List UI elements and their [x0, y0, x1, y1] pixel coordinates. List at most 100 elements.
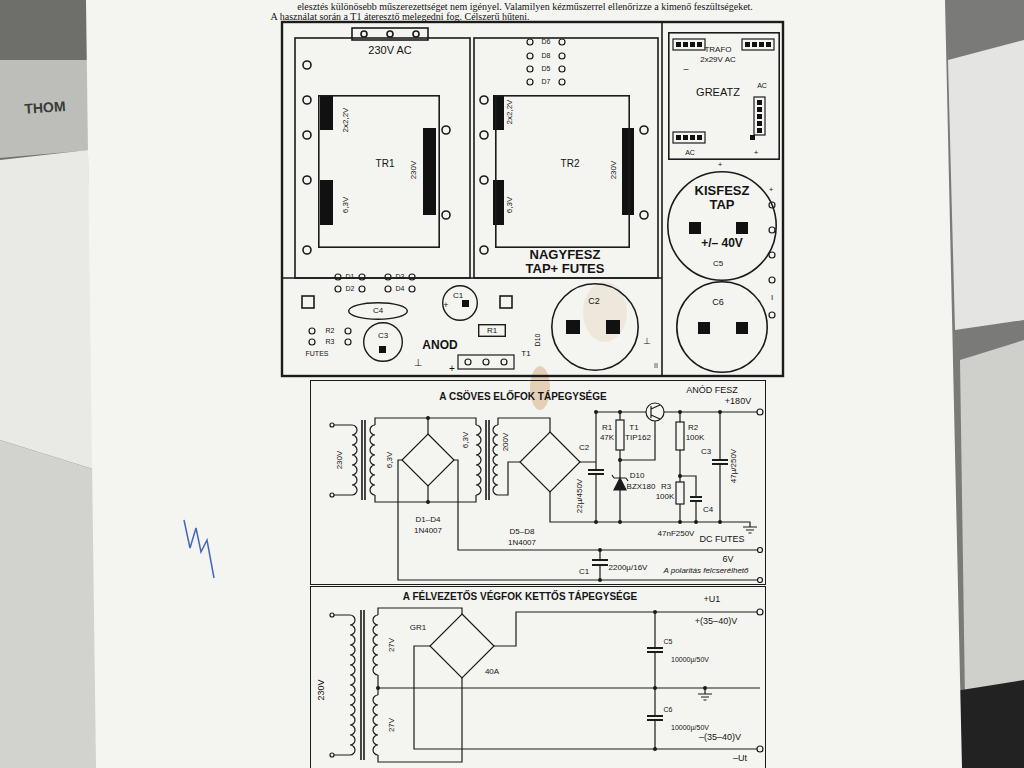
part-name: R2 — [326, 327, 335, 335]
voltage-label: 6,3V — [386, 452, 395, 468]
schematic-preamp-supply-part — [676, 422, 684, 450]
signal-name: ANÓD FESZ — [686, 386, 738, 396]
schematic-preamp-supply-part — [676, 482, 684, 504]
part-name: C2 — [579, 444, 589, 453]
pcb-layout-part — [387, 31, 393, 37]
schematic-preamp-supply-part — [620, 421, 655, 460]
pcb-layout-part — [282, 22, 783, 376]
pcb-layout-part-part — [697, 42, 702, 47]
schematic-output-supply-part — [350, 615, 355, 755]
part-name: D1 — [346, 273, 355, 281]
schematic-output-supply-part-part — [653, 610, 657, 614]
pcb-layout-part-part — [335, 286, 341, 292]
schematic-preamp-supply-part-part — [594, 410, 598, 414]
pcb-layout-part-part — [480, 176, 488, 184]
part-value: 100K — [656, 493, 675, 502]
part-name: D4 — [396, 285, 405, 293]
pcb-layout-part-part — [640, 211, 648, 219]
pcb-layout-part-part — [409, 274, 415, 280]
photo-background-part — [948, 40, 1024, 330]
transformer-core-shape — [319, 96, 439, 247]
schematic-preamp-supply-part — [476, 425, 481, 495]
schematic-output-supply-part — [647, 648, 663, 720]
pcb-layout-part-part — [385, 286, 391, 292]
voltage-label: 6,3V — [462, 432, 471, 448]
pcb-layout-part-part — [745, 42, 750, 47]
node-text: C1 — [453, 292, 463, 301]
pcb-layout-part-part — [698, 322, 710, 334]
schematic-preamp-supply-part — [758, 578, 763, 583]
pcb-layout-part — [661, 22, 663, 376]
part-value: 47µ/250V — [730, 449, 739, 483]
pcb-layout-part-part — [673, 132, 705, 143]
pcb-layout-part-part — [493, 180, 504, 225]
node-text: C5 — [713, 260, 723, 269]
winding-label: 2x2,2V — [506, 100, 515, 125]
schematic-preamp-supply-part — [616, 420, 624, 450]
part-name: D1–D4 — [416, 516, 441, 525]
pcb-layout-part-part — [566, 320, 580, 334]
part-value: 100K — [686, 434, 705, 443]
pcb-layout-part-part — [480, 131, 488, 139]
pcb-layout-part-part — [527, 39, 533, 45]
schematic-output-supply-part-part — [703, 686, 707, 690]
connector-label: ANOD — [422, 339, 457, 352]
part-name: R3 — [326, 338, 335, 346]
transformer-core: TR1 — [318, 95, 440, 248]
part-name: R1 — [602, 424, 612, 433]
pcb-layout-part-part — [757, 121, 762, 126]
pcb-layout-part-part — [754, 97, 765, 135]
part-name: D5–D8 — [510, 528, 535, 537]
pcb-layout-part — [295, 38, 470, 278]
schematic-output-supply-part-part — [653, 747, 657, 751]
pcb-layout-part-part — [335, 274, 341, 280]
pcb-layout-part-part — [442, 126, 450, 134]
pcb-layout-part — [302, 296, 314, 308]
pcb-layout-part-part — [462, 300, 469, 307]
capacitor-outline-shape — [349, 303, 408, 320]
handwriting-mark — [184, 520, 214, 578]
schematic-preamp-supply-part — [520, 432, 580, 492]
schematic-panel: A CSÖVES ELŐFOK TÁPEGYSÉGE — [310, 380, 766, 585]
connector-label: 230V AC — [368, 44, 411, 56]
schematic-preamp-supply-part-part — [426, 416, 430, 420]
pcb-layout-part-part — [527, 79, 533, 85]
voltage-label: 6V — [722, 555, 733, 565]
part-value: TIP162 — [625, 434, 651, 443]
pcb-layout-part-part — [736, 222, 748, 234]
pcb-layout-part-part — [769, 227, 775, 233]
part-value: 47K — [600, 434, 614, 443]
transformer-core-outline — [318, 95, 440, 248]
photo-background-part — [0, 440, 100, 768]
pcb-layout-part-part — [320, 95, 333, 130]
schematic-output-supply-part-part — [653, 686, 657, 690]
schematic-preamp-supply-part — [370, 425, 375, 495]
pcb-layout-part-part — [480, 96, 488, 104]
board-section-label: NAGYFESZ TAP+ FUTES — [515, 248, 615, 277]
pcb-layout-part-part — [559, 79, 565, 85]
polarity-mark: + — [449, 363, 455, 374]
pcb-layout-part-part — [309, 328, 315, 334]
schematic-preamp-supply-part — [426, 410, 722, 582]
schematic-preamp-supply-part — [486, 420, 489, 500]
pcb-layout-part-part — [501, 359, 507, 365]
pcb-layout-part — [361, 31, 367, 37]
part-name: D7 — [542, 78, 551, 86]
transformer-core-shape — [496, 96, 629, 247]
schematic-preamp-supply-part-part — [678, 410, 682, 414]
pcb-layout-part-part — [442, 211, 450, 219]
signal-name: DC FUTES — [700, 535, 745, 545]
note-text: A polaritás felcserélhető — [663, 567, 748, 576]
pcb-layout-part-part — [673, 39, 705, 50]
part-name: T1 — [629, 424, 638, 433]
pcb-layout-part-part — [766, 42, 771, 47]
voltage-label: 230V — [336, 451, 345, 470]
part-value: 2200µ/16V — [609, 564, 648, 573]
schematic-preamp-supply-part — [719, 412, 720, 522]
pcb-layout-part — [413, 31, 419, 37]
pcb-layout-part-part — [752, 42, 757, 47]
schematic-preamp-supply-part-part — [426, 500, 430, 504]
capacitor-outline: C2 — [551, 283, 639, 371]
pcb-layout-part-part — [385, 274, 391, 280]
